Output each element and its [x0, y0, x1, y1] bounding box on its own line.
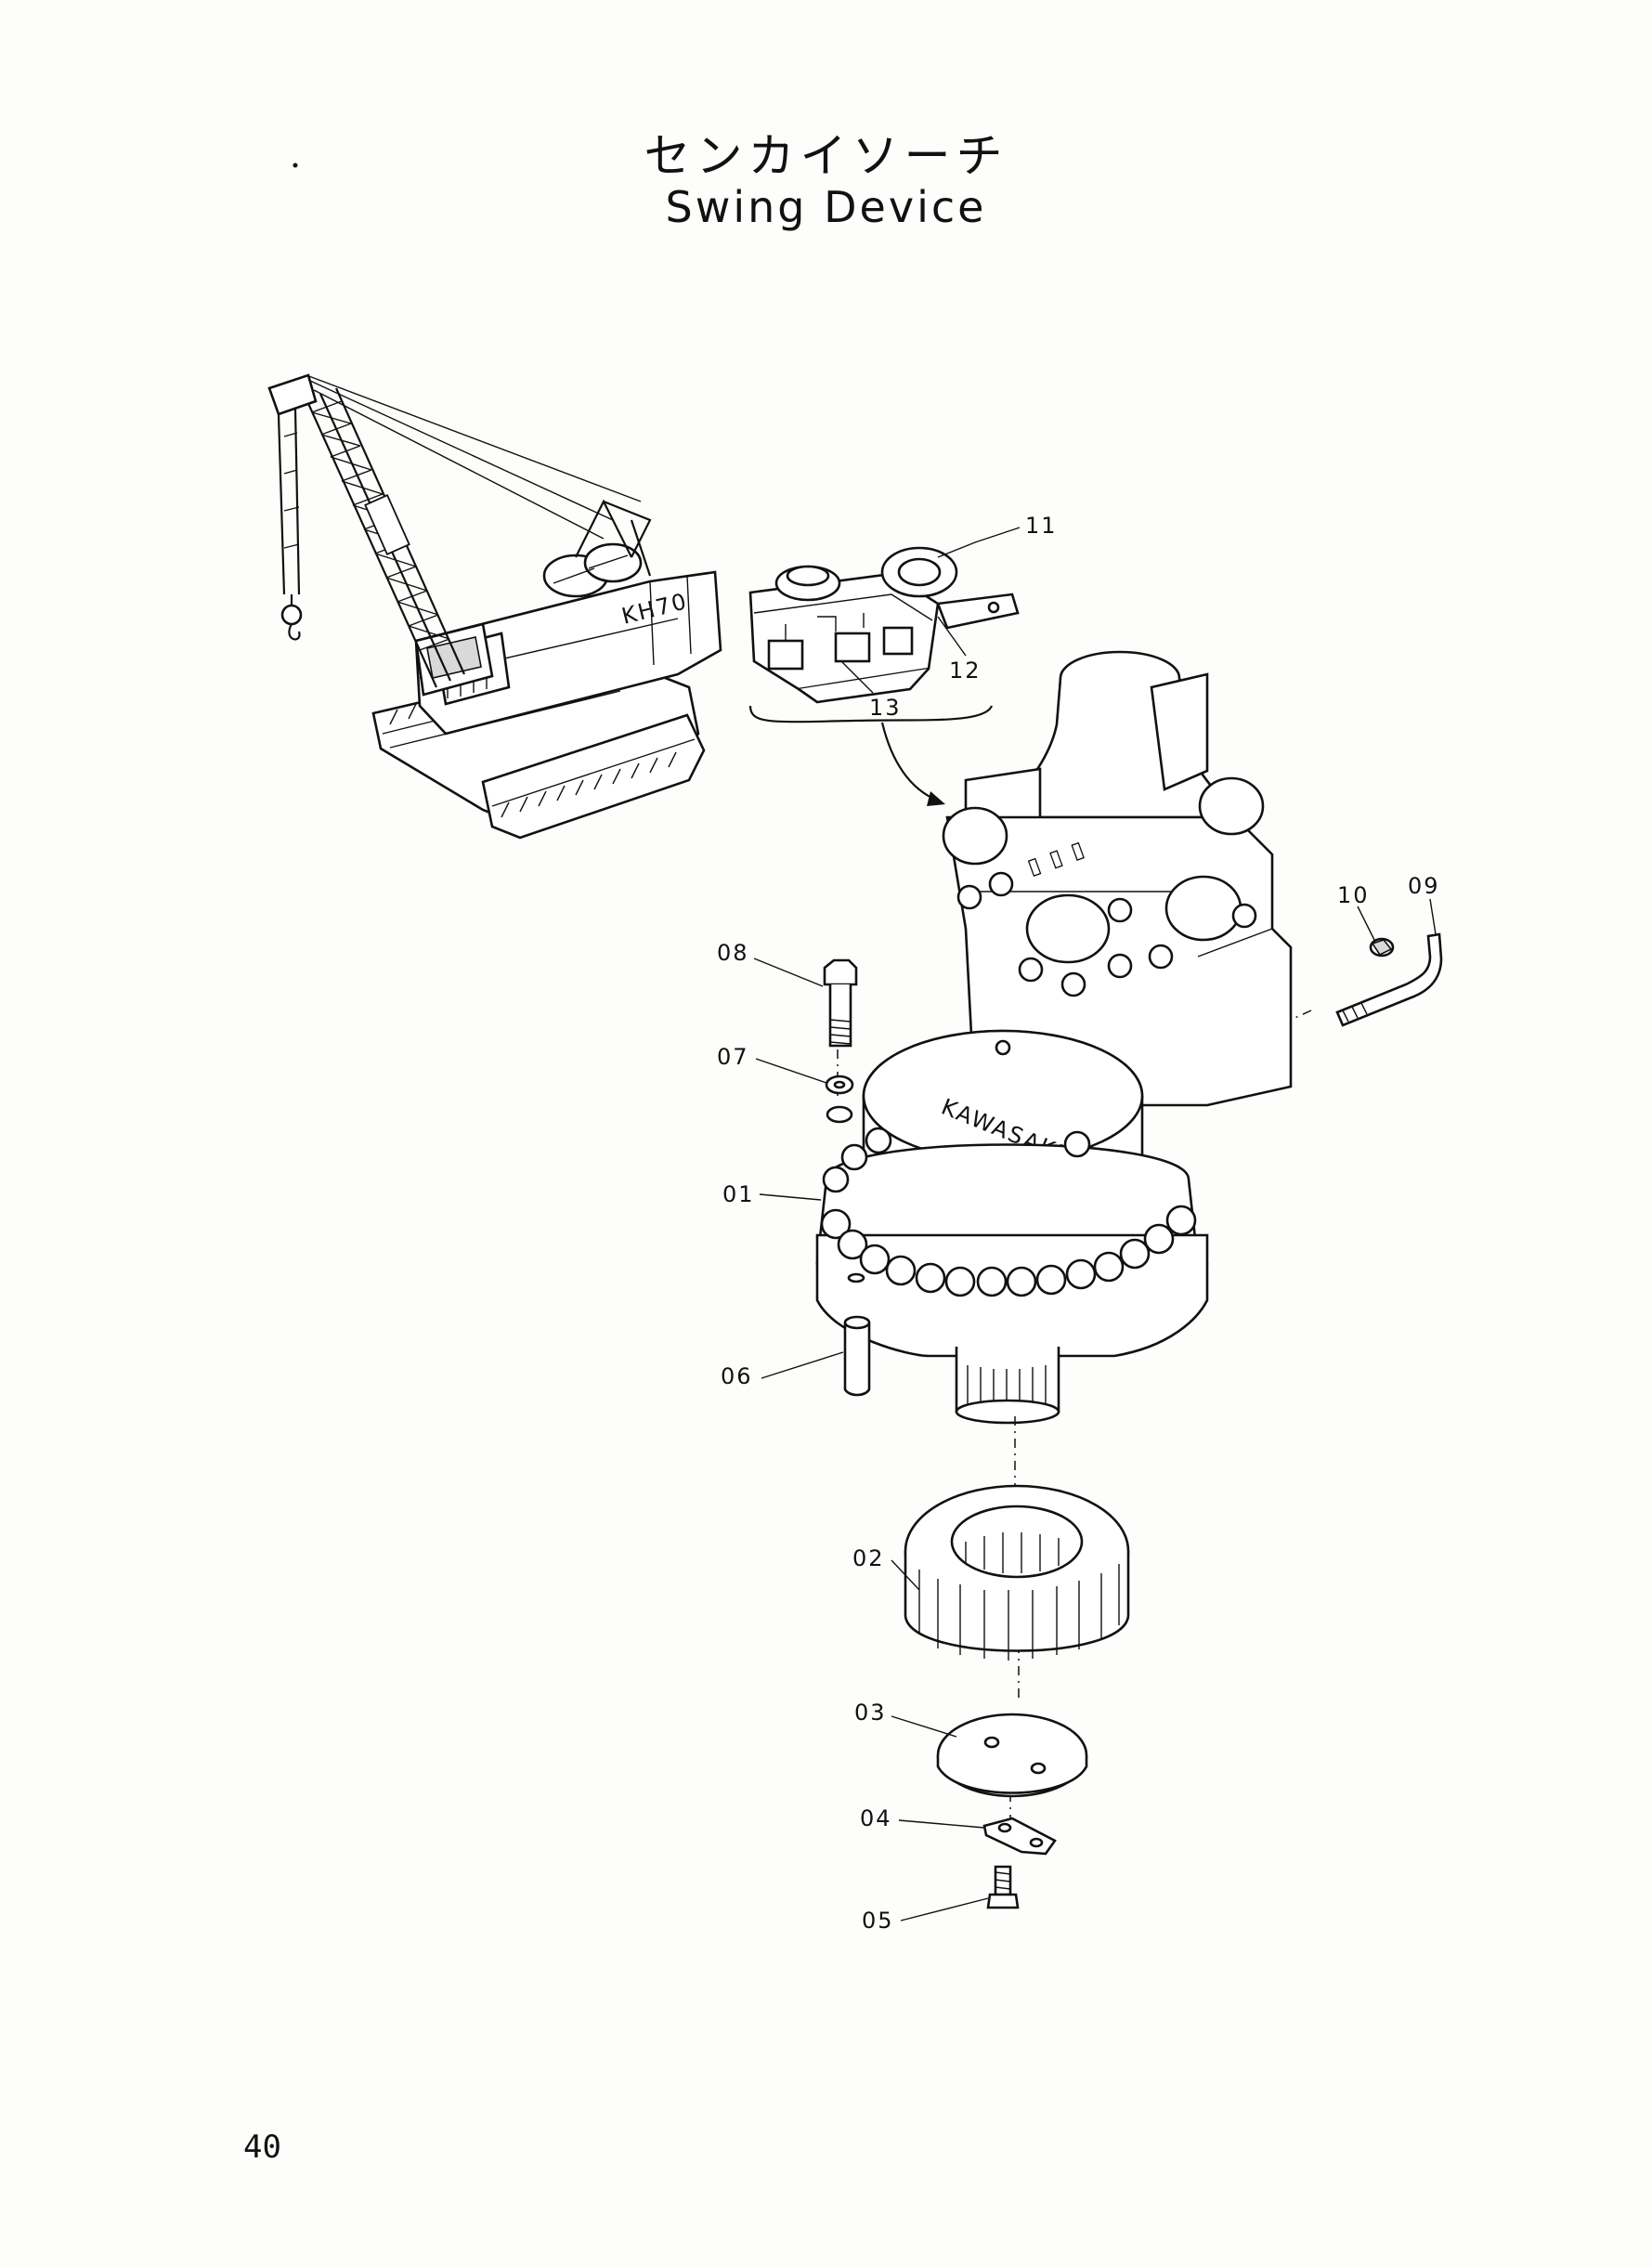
title-english: Swing Device — [665, 182, 987, 232]
svg-text:07: 07 — [717, 1044, 749, 1070]
part-06-dowel-pin — [843, 1272, 871, 1397]
callout-02: 02 — [852, 1545, 920, 1591]
svg-text:02: 02 — [852, 1545, 885, 1571]
reduction-gearbox: KAWASAKI — [815, 1029, 1209, 1425]
callout-11: 11 — [937, 513, 1058, 558]
callout-10: 10 — [1337, 882, 1375, 941]
svg-text:05: 05 — [862, 1908, 894, 1934]
callout-09: 09 — [1408, 873, 1440, 935]
crawler-crane-illustration: KH70 — [267, 373, 722, 840]
svg-text:04: 04 — [860, 1805, 892, 1831]
callout-07: 07 — [717, 1044, 827, 1084]
callout-04: 04 — [860, 1805, 985, 1831]
svg-text:10: 10 — [1337, 882, 1370, 908]
svg-text:11: 11 — [1025, 513, 1058, 539]
flange-bolts — [820, 1127, 1197, 1297]
svg-text:03: 03 — [854, 1700, 887, 1726]
stray-mark — [293, 163, 298, 168]
callout-13: 13 — [840, 660, 902, 721]
callout-06: 06 — [721, 1351, 844, 1389]
callout-12: 12 — [937, 616, 982, 684]
svg-text:09: 09 — [1408, 873, 1440, 899]
svg-text:01: 01 — [722, 1181, 755, 1207]
svg-text:12: 12 — [949, 658, 982, 684]
part-10-plug — [1369, 937, 1395, 958]
part-04-lock-plate — [982, 1817, 1057, 1856]
page-number: 40 — [243, 2129, 281, 2166]
part-08-bolt — [823, 958, 858, 1048]
brake-valve-assembly — [748, 546, 1020, 806]
callout-05: 05 — [862, 1897, 989, 1934]
svg-text:06: 06 — [721, 1363, 753, 1389]
part-07-washer — [825, 1075, 854, 1124]
part-05-bolt — [986, 1865, 1020, 1909]
part-09-pipe — [1335, 932, 1443, 1027]
callout-03: 03 — [854, 1700, 957, 1738]
callout-08: 08 — [717, 940, 824, 987]
svg-text:13: 13 — [869, 695, 902, 721]
svg-text:08: 08 — [717, 940, 749, 966]
part-03-plate — [936, 1713, 1088, 1798]
callout-01: 01 — [722, 1181, 822, 1207]
part-02-pinion-gear — [904, 1484, 1130, 1661]
title-japanese: センカイソーチ — [644, 129, 1008, 183]
